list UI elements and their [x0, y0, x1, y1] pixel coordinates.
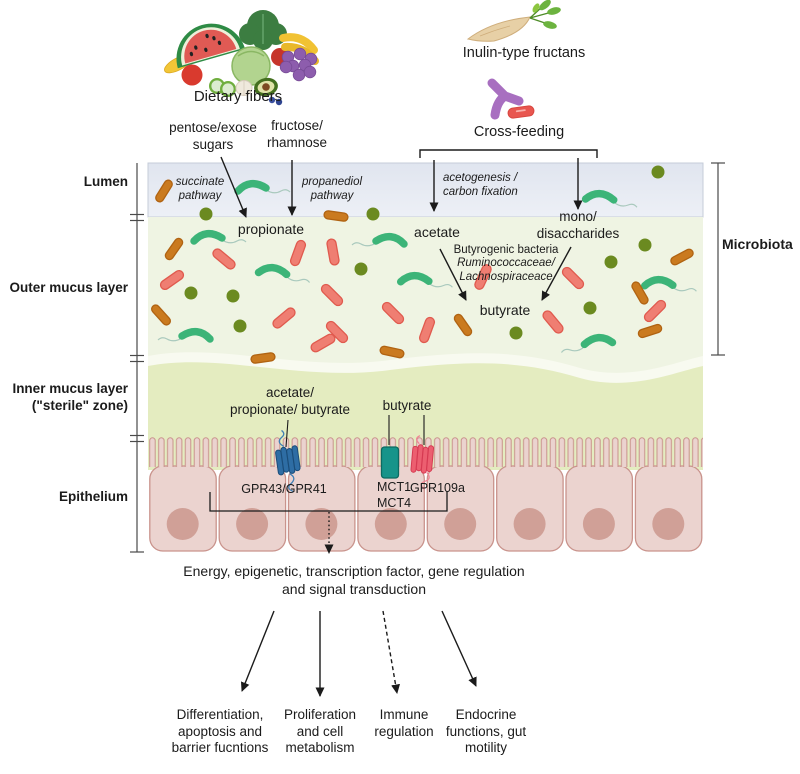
lumen-label: Lumen	[83, 174, 128, 189]
receptor-connector-lines	[285, 415, 425, 448]
annotation-arrows	[209, 149, 598, 697]
microbiota-bracket	[711, 162, 725, 356]
signal-summary-label: Energy, epigenetic, transcription factor…	[183, 563, 525, 598]
outcome-differentiation-label: Differentiation, apoptosis and barrier f…	[171, 707, 269, 756]
outcome-arrow-4	[441, 610, 477, 687]
gpr109a-label: GPR109a	[410, 481, 465, 495]
pentose-sugars-label: pentose/exose sugars	[169, 120, 257, 152]
outcome-proliferation-label: Proliferation and cell metabolism	[283, 707, 357, 756]
butyrate-label: butyrate	[479, 302, 531, 318]
mct1-mct4-label: MCT1 MCT4	[377, 480, 412, 510]
propionate-label: propionate	[237, 221, 305, 237]
gpr43-gpr41-label: GPR43/GPR41	[241, 482, 327, 496]
epithelium-label: Epithelium	[58, 489, 128, 504]
mono-disaccharides-label: mono/ disaccharides	[536, 209, 620, 241]
acetate-to-butyrate-arrow	[439, 248, 467, 301]
lumen-band	[147, 162, 704, 218]
cross-feeding-bracket	[419, 149, 598, 158]
gpr43-receptor-icon	[275, 429, 301, 493]
succinate-pathway-label: succinate pathway	[175, 176, 225, 203]
butyrogenic-bacteria-label: Butyrogenic bacteria	[453, 244, 559, 256]
butyrate-ligand-label: butyrate	[382, 398, 432, 413]
inner-mucus-label: Inner mucus layer ("sterile" zone)	[12, 381, 128, 413]
dietary-fibers-icon	[164, 10, 319, 106]
cell-nuclei	[166, 508, 685, 540]
outcome-endocrine-label: Endocrine functions, gut motility	[445, 707, 527, 756]
mct-transporter-icon	[380, 446, 400, 479]
left-scale	[130, 163, 144, 553]
pentose-to-propionate-arrow	[220, 156, 247, 218]
receptor-bracket	[209, 491, 448, 512]
epithelial-cells	[148, 437, 703, 552]
cross-feeding-icon	[487, 78, 535, 120]
dietary-fibers-label: Dietary fibers	[193, 88, 283, 105]
butyrogenic-species-label: Ruminococcaceae/ Lachnospiraceace	[457, 257, 555, 284]
outcome-immune-label: Immune regulation	[374, 707, 434, 739]
scfa-ligands-label: acetate/ propionate/ butyrate	[229, 385, 351, 417]
gpr109a-receptor-icon	[410, 435, 435, 490]
acetogenesis-label: acetogenesis / carbon fixation	[443, 172, 518, 199]
cross-feeding-label: Cross-feeding	[473, 124, 565, 140]
acetate-label: acetate	[414, 224, 460, 240]
fructose-rhamnose-label: fructose/ rhamnose	[266, 118, 328, 150]
disaccharides-to-butyrate-arrow	[541, 246, 572, 301]
propanediol-pathway-label: propanediol pathway	[301, 176, 363, 203]
watermelon-icon	[176, 23, 246, 69]
outcome-arrow-1	[240, 610, 275, 692]
inulin-root-icon	[466, 0, 561, 42]
outer-mucus-label: Outer mucus layer	[9, 280, 128, 295]
inulin-fructans-label: Inulin-type fructans	[462, 45, 586, 61]
microbiota-label: Microbiota	[722, 236, 793, 252]
outcome-arrow-3	[382, 610, 401, 694]
grapes-icon	[279, 47, 318, 82]
avocado-icon	[254, 77, 278, 97]
